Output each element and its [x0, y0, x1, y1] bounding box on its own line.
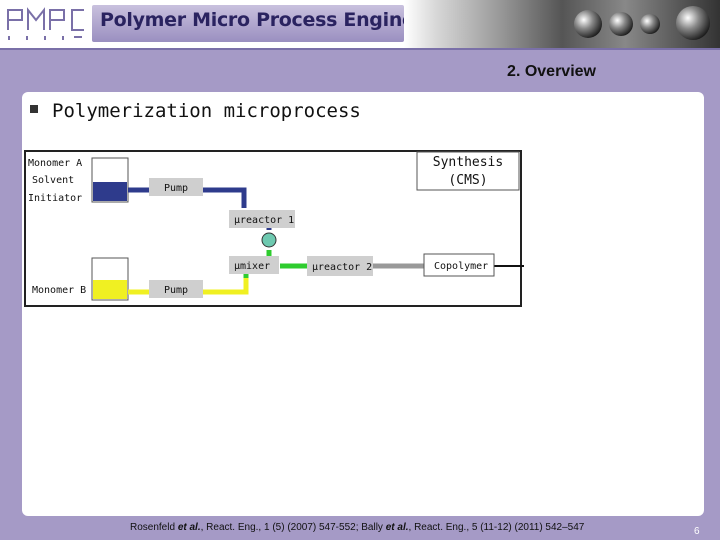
- label-solvent: Solvent: [32, 175, 74, 186]
- label-pump-a: Pump: [164, 183, 188, 194]
- header-title: Polymer Micro Process Engineering: [100, 9, 470, 31]
- label-mixer: µmixer: [234, 261, 270, 272]
- tank-a-fill: [93, 182, 127, 201]
- pump-a-box: [149, 178, 203, 196]
- reactor2-box: [307, 256, 373, 276]
- header-photo-strip: [404, 0, 720, 50]
- droplet-image: [640, 14, 660, 34]
- reactor1-box: [229, 210, 295, 228]
- label-synthesis-cms: (CMS): [448, 173, 487, 188]
- title-bar: [92, 5, 404, 42]
- bullet-text: Polymerization microprocess: [52, 100, 361, 122]
- bullet-square-icon: [30, 104, 38, 113]
- pmpe-logo-icon: [7, 7, 84, 40]
- label-initiator: Initiator: [28, 193, 82, 204]
- copolymer-box: [423, 253, 495, 277]
- droplet-image: [574, 10, 602, 38]
- droplet-image: [676, 6, 710, 40]
- label-synthesis: Synthesis: [433, 155, 503, 170]
- page-number: 6: [694, 526, 700, 537]
- pump-b-box: [149, 280, 203, 298]
- reference-footer: Rosenfeld et al., React. Eng., 1 (5) (20…: [130, 522, 585, 533]
- label-reactor2: µreactor 2: [312, 262, 372, 273]
- junction-node: [261, 232, 277, 248]
- label-copolymer: Copolymer: [434, 261, 488, 272]
- header-divider: [0, 48, 720, 50]
- slide-header: Polymer Micro Process Engineering: [0, 0, 720, 50]
- mixer-box: [229, 256, 279, 274]
- label-reactor1: µreactor 1: [234, 215, 294, 226]
- label-monomer-b: Monomer B: [32, 285, 86, 296]
- label-monomer-a: Monomer A: [28, 158, 82, 169]
- synthesis-box: [416, 151, 520, 191]
- process-diagram: Monomer A Solvent Initiator Monomer B Pu…: [24, 150, 524, 307]
- section-title: 2. Overview: [507, 63, 596, 80]
- droplet-image: [609, 12, 633, 36]
- bullet-item: Polymerization microprocess: [30, 100, 361, 122]
- tank-b-fill: [93, 280, 127, 299]
- label-pump-b: Pump: [164, 285, 188, 296]
